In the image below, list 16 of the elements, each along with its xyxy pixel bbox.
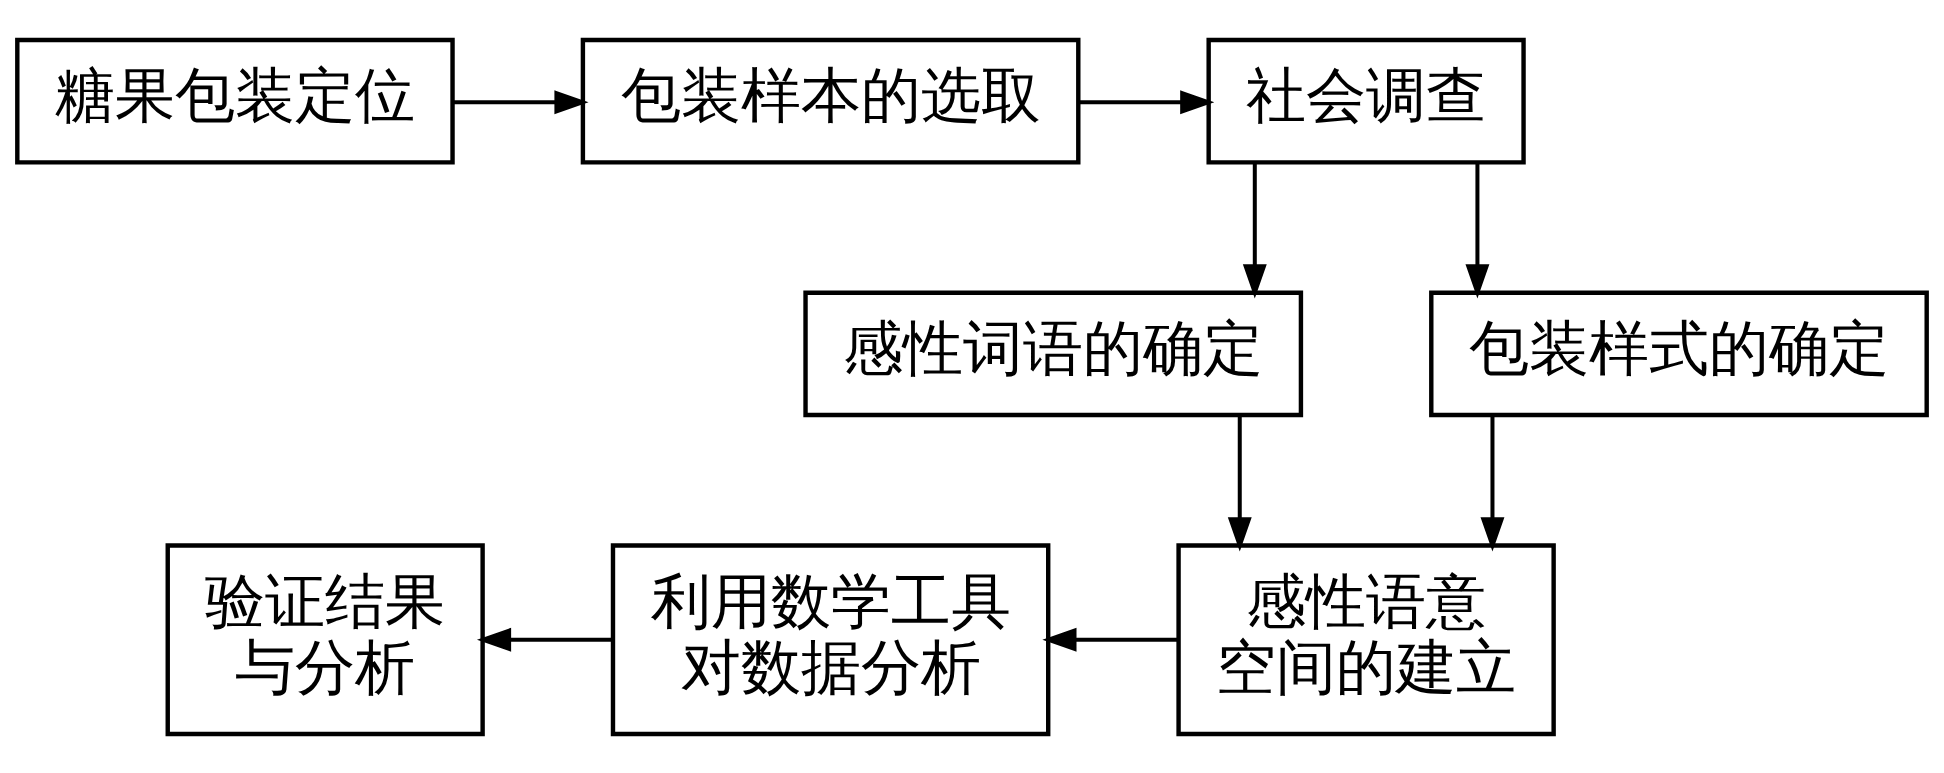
node-box: 包装样本的选取 [580,37,1081,165]
node-box: 感性词语的确定 [803,290,1304,417]
node-box: 利用数学工具对数据分析 [610,542,1051,736]
node-box: 验证结果与分析 [165,542,485,736]
node-box: 糖果包装定位 [15,37,455,165]
arrow [1465,161,1490,298]
node-box: 社会调查 [1206,37,1526,165]
arrow [1242,161,1267,298]
node-box: 包装样式的确定 [1429,290,1929,417]
arrow [1042,627,1179,652]
arrow [1078,89,1215,114]
arrow [1227,414,1252,551]
node-box: 感性语意空间的建立 [1176,542,1556,736]
arrow [453,89,589,114]
arrow [476,627,613,652]
arrow [1480,414,1505,551]
